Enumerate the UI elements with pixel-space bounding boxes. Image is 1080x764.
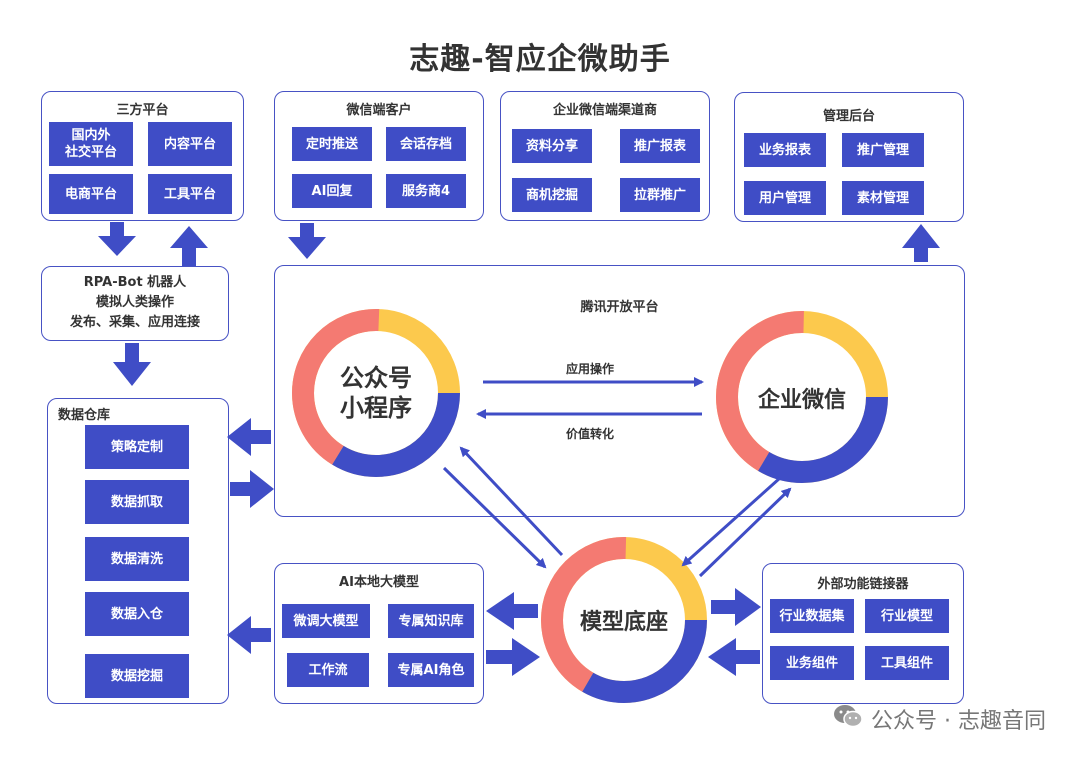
wechat-client-panel: 微信端客户 定时推送 会话存档 AI回复 服务商4 <box>274 91 484 221</box>
scheduled-push-button[interactable]: 定时推送 <box>292 127 372 161</box>
external-connector-panel: 外部功能链接器 行业数据集 行业模型 业务组件 工具组件 <box>762 563 964 704</box>
ai-reply-button[interactable]: AI回复 <box>292 174 372 208</box>
arrow-down-third-party <box>98 222 136 256</box>
user-manage-button[interactable]: 用户管理 <box>744 181 826 215</box>
wecom-channel-panel: 企业微信端渠道商 资料分享 推广报表 商机挖掘 拉群推广 <box>500 91 710 221</box>
strategy-custom-button[interactable]: 策略定制 <box>85 425 189 469</box>
ai-local-model-title: AI本地大模型 <box>339 575 419 590</box>
arrow-up-to-admin <box>902 224 940 262</box>
content-platform-button[interactable]: 内容平台 <box>148 122 232 166</box>
material-share-button[interactable]: 资料分享 <box>512 129 592 163</box>
admin-panel: 管理后台 业务报表 推广管理 用户管理 素材管理 <box>734 92 964 222</box>
rpa-bot-title: RPA-Bot 机器人 <box>83 275 187 290</box>
chat-archive-button[interactable]: 会话存档 <box>386 127 466 161</box>
data-scrape-button[interactable]: 数据抓取 <box>85 480 189 524</box>
promotion-manage-button[interactable]: 推广管理 <box>842 133 924 167</box>
tencent-open-platform-title: 腾讯开放平台 <box>580 300 659 315</box>
industry-model-button[interactable]: 行业模型 <box>865 599 949 633</box>
arrow-up-to-third-party <box>170 226 208 266</box>
official-account-label: 公众号 小程序 <box>316 348 436 438</box>
ai-role-button[interactable]: 专属AI角色 <box>388 653 474 687</box>
arrow-right-ai-to-model <box>486 638 540 676</box>
data-warehouse-title: 数据仓库 <box>58 408 111 423</box>
wechat-icon <box>833 703 863 735</box>
wecom-channel-title: 企业微信端渠道商 <box>552 103 657 118</box>
arrow-model-to-official <box>459 446 564 557</box>
workflow-button[interactable]: 工作流 <box>287 653 369 687</box>
promotion-report-button[interactable]: 推广报表 <box>620 129 700 163</box>
third-party-panel: 三方平台 国内外 社交平台 内容平台 电商平台 工具平台 <box>41 91 244 221</box>
rpa-bot-desc: 模拟人类操作 <box>95 295 174 310</box>
tool-component-button[interactable]: 工具组件 <box>865 646 949 680</box>
social-platform-button[interactable]: 国内外 社交平台 <box>49 122 133 166</box>
rpa-bot-panel: RPA-Bot 机器人 模拟人类操作 发布、采集、应用连接 <box>41 266 229 341</box>
wecom-label: 企业微信 <box>757 388 846 413</box>
arrow-wecom-to-model <box>681 476 782 567</box>
arrow-model-to-wecom <box>698 487 792 578</box>
data-clean-button[interactable]: 数据清洗 <box>85 537 189 581</box>
data-mining-button[interactable]: 数据挖掘 <box>85 654 189 698</box>
arrow-left-external-to-model <box>708 638 760 676</box>
arrow-left-model-to-ai <box>486 592 538 630</box>
official-account-line2: 小程序 <box>340 394 412 422</box>
arrow-right-warehouse-to-tencent <box>230 470 274 508</box>
business-report-button[interactable]: 业务报表 <box>744 133 826 167</box>
ring-wecom <box>716 311 888 483</box>
arrow-left-tencent-to-warehouse <box>227 418 271 456</box>
data-warehouse-panel: 数据仓库 策略定制 数据抓取 数据清洗 数据入仓 数据挖掘 <box>47 398 229 704</box>
arrow-official-to-model <box>442 466 547 569</box>
ecommerce-platform-button[interactable]: 电商平台 <box>49 174 133 214</box>
tool-platform-button[interactable]: 工具平台 <box>148 174 232 214</box>
arrow-right-model-to-external <box>711 588 761 626</box>
rpa-bot-functions: 发布、采集、应用连接 <box>69 315 200 330</box>
watermark-text: 公众号 · 志趣音同 <box>871 709 1046 734</box>
official-account-line1: 公众号 <box>340 364 412 392</box>
group-promotion-button[interactable]: 拉群推广 <box>620 178 700 212</box>
wechat-client-title: 微信端客户 <box>346 103 412 118</box>
arrow-down-rpa <box>113 343 151 386</box>
ai-local-model-panel: AI本地大模型 微调大模型 专属知识库 工作流 专属AI角色 <box>274 563 484 704</box>
value-conversion-label: 价值转化 <box>566 427 615 441</box>
app-operation-label: 应用操作 <box>566 362 615 376</box>
lead-mining-button[interactable]: 商机挖掘 <box>512 178 592 212</box>
knowledge-base-button[interactable]: 专属知识库 <box>388 604 474 638</box>
block-arrows <box>98 222 940 676</box>
ring-model-base <box>541 537 707 703</box>
business-component-button[interactable]: 业务组件 <box>770 646 854 680</box>
model-base-label: 模型底座 <box>579 610 668 635</box>
admin-title: 管理后台 <box>822 109 875 124</box>
data-load-button[interactable]: 数据入仓 <box>85 592 189 636</box>
provider-4-button[interactable]: 服务商4 <box>386 174 466 208</box>
arrow-left-ai-to-warehouse <box>227 616 271 654</box>
external-connector-title: 外部功能链接器 <box>817 577 909 592</box>
thin-arrows <box>442 377 792 578</box>
arrow-down-wechat-client <box>288 223 326 259</box>
third-party-title: 三方平台 <box>116 103 169 118</box>
ring-official-account <box>292 309 460 477</box>
industry-dataset-button[interactable]: 行业数据集 <box>770 599 854 633</box>
fine-tune-model-button[interactable]: 微调大模型 <box>282 604 370 638</box>
watermark: 公众号 · 志趣音同 <box>833 703 1046 735</box>
page-title: 志趣-智应企微助手 <box>409 42 671 77</box>
asset-manage-button[interactable]: 素材管理 <box>842 181 924 215</box>
